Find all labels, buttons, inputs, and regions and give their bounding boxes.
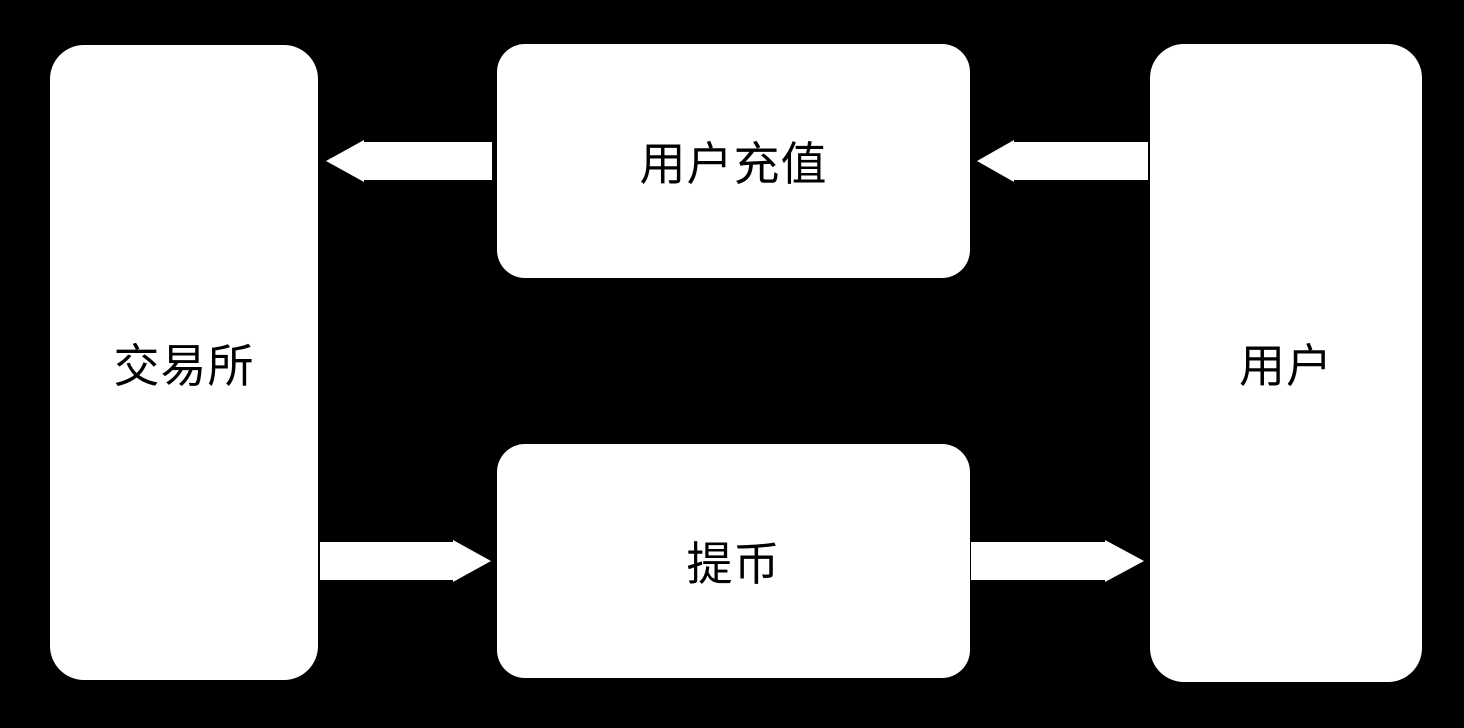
arrow-deposit-to-exchange-icon — [326, 140, 492, 182]
node-withdraw-label: 提币 — [686, 538, 781, 590]
node-exchange-label: 交易所 — [113, 339, 255, 392]
arrow-user-to-deposit-icon — [977, 140, 1148, 182]
node-user-label: 用户 — [1239, 340, 1333, 392]
node-user: 用户 — [1150, 44, 1422, 682]
node-user-deposit: 用户充值 — [497, 44, 970, 278]
node-exchange: 交易所 — [50, 45, 318, 680]
arrow-withdraw-to-user-icon — [971, 540, 1144, 582]
arrow-exchange-to-withdraw-icon — [320, 540, 491, 582]
node-withdraw: 提币 — [497, 444, 970, 678]
node-user-deposit-label: 用户充值 — [639, 138, 828, 190]
